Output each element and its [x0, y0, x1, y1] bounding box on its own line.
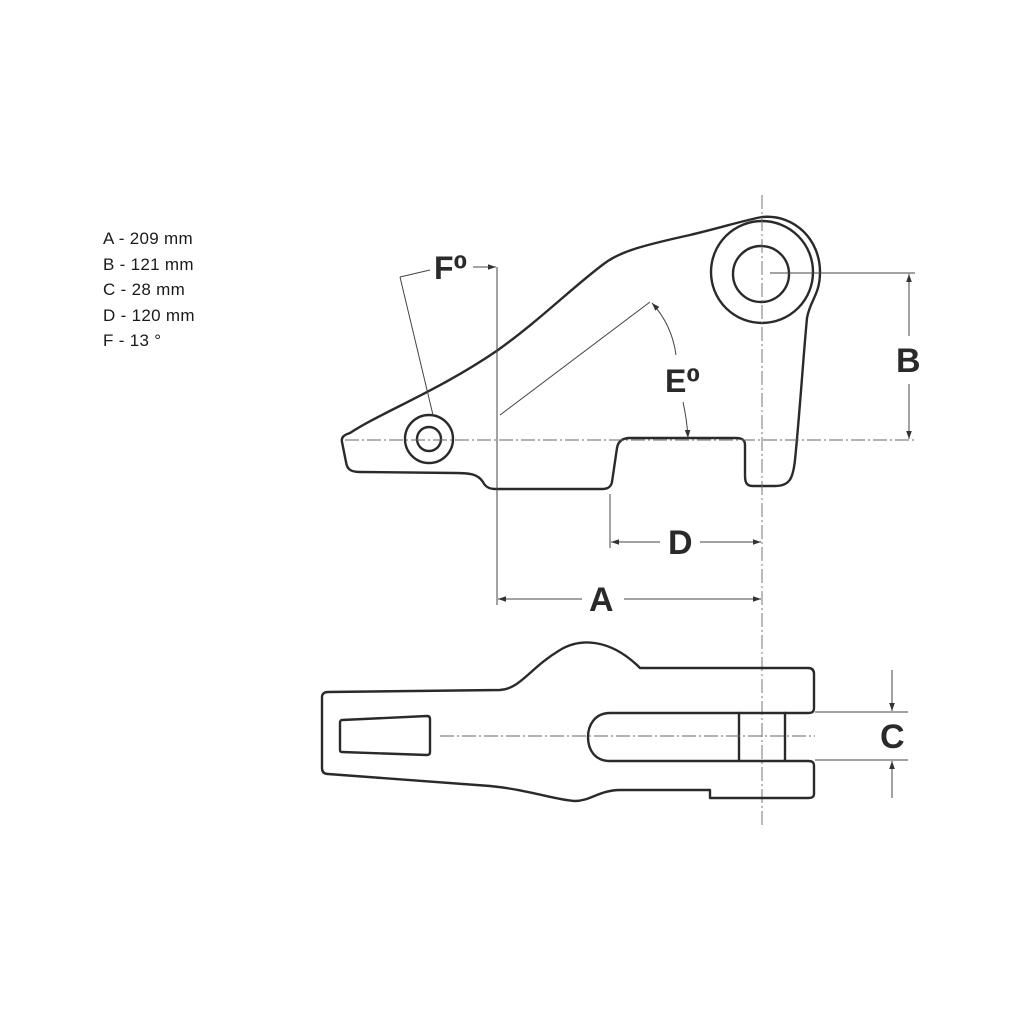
label-f-degree: F⁰ — [434, 250, 468, 286]
label-c: C — [880, 718, 905, 756]
e-angle-line — [499, 301, 651, 416]
e-angle-arc-lower — [682, 401, 691, 439]
label-d: D — [668, 524, 693, 562]
side-view — [340, 195, 915, 825]
f-ref-left — [399, 269, 431, 278]
top-view-outline — [320, 641, 816, 803]
legend-item-b: B - 121 mm — [103, 254, 194, 274]
legend-item-c: C - 28 mm — [103, 280, 186, 299]
side-view-outline — [340, 215, 822, 491]
dimension-legend: A - 209 mm B - 121 mm C - 28 mm D - 120 … — [103, 226, 195, 354]
label-b: B — [896, 342, 921, 380]
main-pin-hole-inner — [731, 244, 791, 304]
f-angle-line — [399, 276, 434, 416]
e-angle-arc — [651, 302, 677, 356]
legend-item-a: A - 209 mm — [103, 229, 193, 248]
small-pin-hole-inner — [415, 425, 443, 453]
legend-item-d: D - 120 mm — [103, 305, 195, 325]
small-pin-hole-outer — [403, 413, 455, 465]
legend-item-f: F - 13 ° — [103, 331, 162, 350]
label-e-degree: E⁰ — [665, 363, 700, 399]
label-a: A — [589, 581, 614, 619]
top-view-slot — [338, 714, 432, 757]
top-view — [320, 641, 908, 803]
